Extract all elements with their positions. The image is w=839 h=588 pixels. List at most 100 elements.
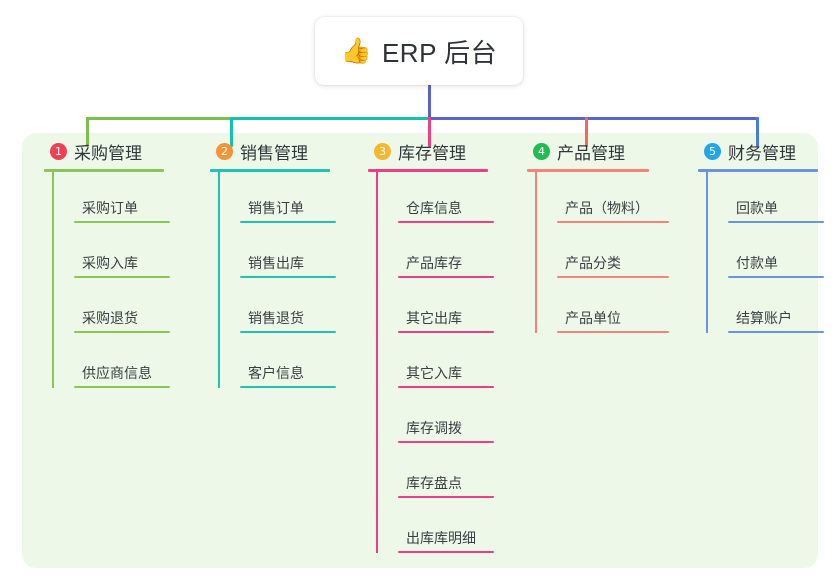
column-title-4: 产品管理 — [557, 143, 625, 163]
leaf-underline — [728, 331, 824, 333]
leaf-item[interactable]: 产品分类 — [557, 227, 669, 282]
leaf-underline — [240, 221, 336, 223]
leaf-item[interactable]: 出库库明细 — [398, 502, 494, 557]
leaf-item[interactable]: 采购退货 — [74, 282, 170, 337]
column-underline-5 — [698, 169, 818, 172]
leaf-item[interactable]: 其它出库 — [398, 282, 494, 337]
leaf-item[interactable]: 库存盘点 — [398, 447, 494, 502]
leaf-spine-3 — [376, 172, 378, 553]
leaf-label: 仓库信息 — [406, 200, 462, 216]
connector-drop-column-4 — [585, 117, 588, 147]
column-header-5[interactable]: 5 财务管理 — [690, 133, 818, 169]
leaf-item[interactable]: 客户信息 — [240, 337, 336, 392]
leaf-underline — [398, 276, 494, 278]
column-title-5: 财务管理 — [728, 143, 796, 163]
diagram-background-panel — [22, 133, 818, 568]
leaf-list-3: 仓库信息产品库存其它出库其它入库库存调拨库存盘点出库库明细 — [376, 172, 494, 557]
column-badge-3: 3 — [374, 142, 391, 160]
leaf-label: 销售出库 — [248, 255, 304, 271]
leaf-item[interactable]: 销售退货 — [240, 282, 336, 337]
leaf-label: 产品分类 — [565, 255, 621, 271]
leaf-item[interactable]: 销售订单 — [240, 172, 336, 227]
leaf-list-2: 销售订单销售出库销售退货客户信息 — [218, 172, 336, 392]
leaf-underline — [398, 441, 494, 443]
leaf-label: 回款单 — [736, 200, 778, 216]
leaf-item[interactable]: 付款单 — [728, 227, 824, 282]
root-node-title: ERP 后台 — [381, 37, 498, 68]
leaf-label: 产品单位 — [565, 310, 621, 326]
column-title-2: 销售管理 — [240, 143, 308, 163]
connector-bar-blue — [428, 117, 759, 120]
leaf-item[interactable]: 其它入库 — [398, 337, 494, 392]
thumbs-up-icon: 👍 — [340, 36, 372, 65]
column-title-1: 采购管理 — [74, 143, 142, 163]
connector-bar-teal — [230, 117, 430, 120]
column-header-4[interactable]: 4 产品管理 — [519, 133, 649, 169]
column-title-3: 库存管理 — [398, 143, 466, 163]
leaf-underline — [74, 221, 170, 223]
leaf-item[interactable]: 产品库存 — [398, 227, 494, 282]
leaf-underline — [728, 221, 824, 223]
column-underline-2 — [210, 169, 330, 172]
leaf-label: 采购订单 — [82, 200, 138, 216]
leaf-underline — [398, 551, 494, 553]
leaf-label: 其它出库 — [406, 310, 462, 326]
column-underline-1 — [44, 169, 164, 172]
leaf-item[interactable]: 供应商信息 — [74, 337, 170, 392]
leaf-underline — [240, 276, 336, 278]
column-underline-3 — [368, 169, 488, 172]
leaf-item[interactable]: 采购入库 — [74, 227, 170, 282]
column-3: 3 库存管理仓库信息产品库存其它出库其它入库库存调拨库存盘点出库库明细 — [360, 133, 494, 557]
leaf-underline — [398, 386, 494, 388]
leaf-label: 产品（物料） — [565, 200, 649, 216]
leaf-label: 客户信息 — [248, 365, 304, 381]
leaf-label: 付款单 — [736, 255, 778, 271]
column-underline-4 — [527, 169, 649, 172]
leaf-underline — [240, 331, 336, 333]
leaf-underline — [728, 276, 824, 278]
leaf-item[interactable]: 产品（物料） — [557, 172, 669, 227]
leaf-item[interactable]: 产品单位 — [557, 282, 669, 337]
leaf-label: 出库库明细 — [406, 530, 476, 546]
leaf-underline — [557, 221, 669, 223]
column-badge-2: 2 — [216, 142, 233, 160]
column-4: 4 产品管理产品（物料） 产品分类产品单位 — [519, 133, 669, 337]
leaf-label: 结算账户 — [736, 310, 792, 326]
leaf-label: 其它入库 — [406, 365, 462, 381]
connector-drop-column-5 — [756, 117, 759, 147]
column-header-2[interactable]: 2 销售管理 — [202, 133, 330, 169]
leaf-underline — [398, 331, 494, 333]
leaf-item[interactable]: 结算账户 — [728, 282, 824, 337]
column-badge-5: 5 — [704, 142, 721, 160]
leaf-item[interactable]: 库存调拨 — [398, 392, 494, 447]
connector-stem-root — [428, 84, 431, 119]
connector-drop-column-1 — [86, 117, 89, 147]
connector-bar-green — [86, 117, 232, 120]
column-header-3[interactable]: 3 库存管理 — [360, 133, 488, 169]
column-badge-4: 4 — [533, 142, 550, 160]
leaf-label: 采购退货 — [82, 310, 138, 326]
leaf-underline — [74, 331, 170, 333]
leaf-spine-1 — [52, 172, 54, 388]
leaf-underline — [398, 221, 494, 223]
leaf-label: 库存调拨 — [406, 420, 462, 436]
leaf-list-4: 产品（物料） 产品分类产品单位 — [535, 172, 669, 337]
column-5: 5 财务管理回款单付款单结算账户 — [690, 133, 824, 337]
leaf-underline — [557, 276, 669, 278]
leaf-underline — [557, 331, 669, 333]
leaf-item[interactable]: 销售出库 — [240, 227, 336, 282]
leaf-spine-5 — [706, 172, 708, 333]
leaf-label: 产品库存 — [406, 255, 462, 271]
leaf-label: 库存盘点 — [406, 475, 462, 491]
leaf-item[interactable]: 采购订单 — [74, 172, 170, 227]
leaf-underline — [74, 276, 170, 278]
leaf-spine-2 — [218, 172, 220, 388]
leaf-item[interactable]: 仓库信息 — [398, 172, 494, 227]
leaf-label: 销售退货 — [248, 310, 304, 326]
root-node-erp-backend[interactable]: 👍 ERP 后台 — [315, 17, 523, 85]
leaf-list-5: 回款单付款单结算账户 — [706, 172, 824, 337]
leaf-item[interactable]: 回款单 — [728, 172, 824, 227]
